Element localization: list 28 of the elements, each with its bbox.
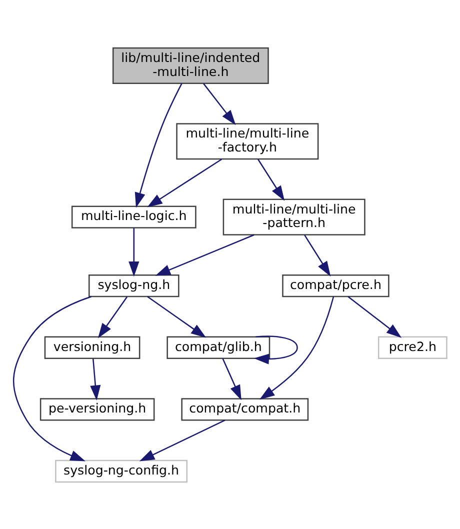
arrow — [254, 335, 298, 364]
arrow — [98, 296, 128, 338]
arrow — [134, 82, 182, 208]
node-box: lib/multi-line/indented -multi-line.h — [112, 46, 269, 84]
node-box: compat/pcre.h — [282, 274, 390, 297]
arrow — [348, 296, 402, 338]
arrow — [257, 158, 285, 200]
node-box: multi-line-logic.h — [71, 205, 196, 228]
arrow — [128, 228, 140, 276]
arrow — [304, 234, 331, 276]
arrow — [13, 296, 92, 461]
arrow — [259, 296, 334, 400]
arrow — [222, 358, 242, 400]
arrow — [139, 419, 226, 461]
node-box: versioning.h — [44, 336, 140, 358]
arrow — [203, 82, 236, 125]
node-box: syslog-ng.h — [88, 274, 180, 297]
node-box: pe-versioning.h — [40, 398, 155, 420]
arrow — [147, 158, 222, 207]
arrow — [90, 358, 101, 400]
node-box: compat/glib.h — [166, 336, 270, 358]
node-box: syslog-ng-config.h — [55, 459, 188, 482]
node-box: multi-line/multi-line -pattern.h — [222, 198, 366, 235]
node-box: pcre2.h — [378, 336, 448, 358]
arrow — [155, 234, 254, 276]
node-box: compat/compat.h — [181, 398, 309, 420]
arrow — [147, 296, 206, 338]
node-box: multi-line/multi-line -factory.h — [176, 122, 319, 160]
